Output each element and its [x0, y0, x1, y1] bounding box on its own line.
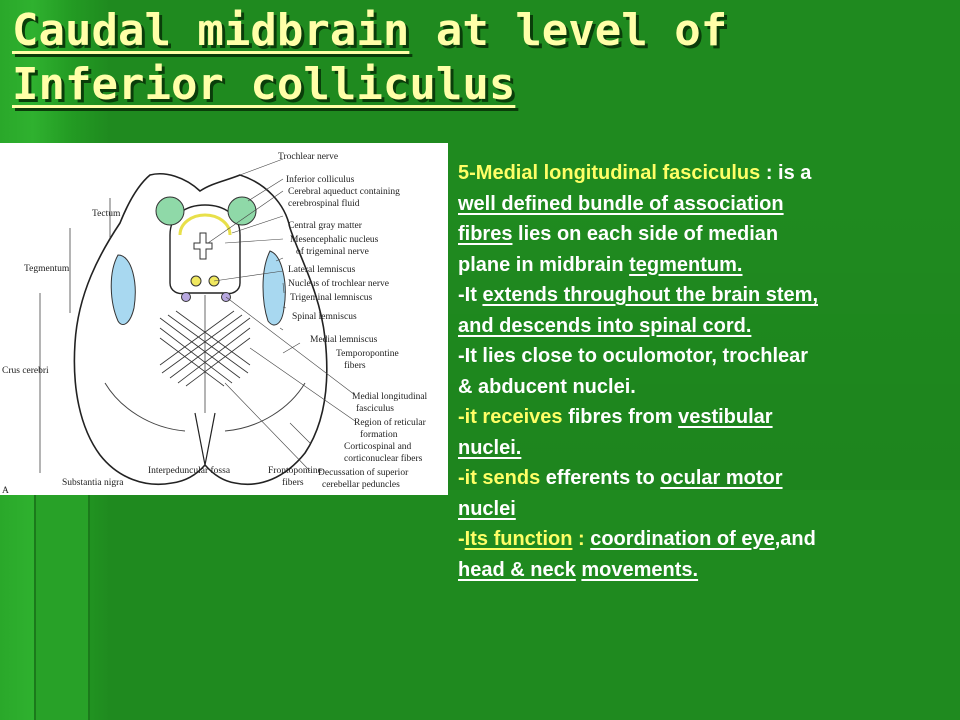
coordination-phrase: coordination of eye	[590, 528, 775, 550]
label-medial-lemniscus: Medial lemniscus	[310, 335, 378, 345]
label-mesencephalic-nucleus: Mesencephalic nucleus	[290, 235, 379, 245]
label-of-trigeminal-nerve: of trigeminal nerve	[296, 246, 369, 257]
label-central-gray-matter: Central gray matter	[288, 221, 363, 231]
label-tectum: Tectum	[92, 209, 121, 219]
label-lateral-lemniscus: Lateral lemniscus	[288, 265, 356, 275]
substantia-nigra-left	[104, 382, 186, 432]
text-line-4: plane in midbrain tegmentum.	[458, 250, 948, 281]
text-line-2-content: well defined bundle of association	[458, 192, 784, 215]
left-brackets	[39, 198, 111, 473]
label-medial-longitudinal: Medial longitudinal	[352, 392, 428, 402]
text-line-13-colon: :	[572, 528, 591, 550]
text-line-8-content: & abducent nuclei.	[458, 375, 636, 398]
lateral-lemniscus-right	[262, 250, 286, 326]
receives-phrase: -it receives	[458, 406, 563, 428]
label-cerebrospinal-fluid: cerebrospinal fluid	[288, 198, 360, 209]
title-part-2: at level of	[409, 5, 728, 56]
inferior-colliculus-left	[155, 196, 185, 226]
background-bar	[34, 495, 90, 720]
label-fasciculus: fasciculus	[356, 403, 394, 414]
lateral-lemniscus-left	[110, 254, 136, 325]
midbrain-diagram: Trochlear nerve Inferior colliculus Cere…	[0, 143, 448, 495]
label-cerebral-aqueduct: Cerebral aqueduct containing	[288, 187, 400, 197]
text-line-3: fibres lies on each side of median	[458, 219, 948, 250]
text-line-6-content: and descends into spinal cord.	[458, 314, 752, 337]
substantia-nigra-right	[224, 382, 306, 432]
text-line-12: nuclei	[458, 494, 948, 525]
interpeduncular-fossa	[194, 412, 216, 466]
sends-phrase: -it sends	[458, 467, 541, 489]
text-line-12-content: nuclei	[458, 497, 516, 520]
label-spinal-lemniscus: Spinal lemniscus	[292, 312, 357, 322]
label-temporopontine: Temporopontine	[336, 349, 399, 359]
right-labels: Trochlear nerve Inferior colliculus Cere…	[278, 152, 428, 490]
head-neck-phrase: head & neck	[458, 558, 576, 581]
text-line-5-underlined: extends throughout the brain stem,	[482, 284, 819, 306]
text-line-5-head: -It	[458, 284, 483, 306]
figure-corner-letter: A	[2, 486, 9, 495]
label-reticular-formation: formation	[360, 429, 398, 440]
ocular-motor-word: ocular motor	[660, 467, 783, 489]
midbrain-outline	[73, 173, 328, 486]
text-line-9: -it receives fibres from vestibular	[458, 402, 948, 433]
title-part-3: Inferior colliculus	[12, 59, 516, 110]
central-gray-matter	[169, 204, 241, 295]
central-gray-highlight	[178, 213, 232, 236]
text-line-7: -It lies close to oculomotor, trochlear	[458, 341, 948, 372]
text-line-10-content: nuclei.	[458, 436, 522, 459]
text-line-4-head: plane in midbrain	[458, 253, 630, 276]
text-line-9-mid: fibres from	[562, 406, 679, 428]
text-line-1-tail: : is a	[760, 162, 812, 184]
label-inferior-colliculus: Inferior colliculus	[286, 174, 355, 185]
text-line-11-mid: efferents to	[540, 467, 661, 489]
label-corticonuclear: corticonuclear fibers	[344, 453, 423, 464]
title-part-1: Caudal midbrain	[12, 5, 410, 56]
midbrain-section-svg: Trochlear nerve Inferior colliculus Cere…	[2, 152, 428, 495]
text-line-13-tail: ,and	[774, 528, 816, 550]
text-line-6: and descends into spinal cord.	[458, 311, 948, 342]
text-line-5: -It extends throughout the brain stem,	[458, 280, 948, 311]
slide-title: Caudal midbrain at level of Inferior col…	[12, 4, 912, 112]
label-substantia-nigra: Substantia nigra	[62, 478, 124, 488]
text-line-1: 5-Medial longitudinal fasciculus : is a	[458, 158, 948, 189]
label-cerebellar-peduncles: cerebellar peduncles	[322, 480, 400, 490]
label-nucleus-trochlear: Nucleus of trochlear nerve	[288, 278, 389, 289]
decussation-hatch	[159, 310, 251, 387]
label-interpeduncular-fossa: Interpeduncular fossa	[148, 465, 231, 476]
text-line-3-tail: lies on each side of median	[512, 223, 779, 245]
vestibular-word: vestibular	[678, 406, 773, 428]
tegmentum-word: tegmentum.	[629, 253, 743, 276]
label-crus-cerebri: Crus cerebri	[2, 366, 49, 376]
label-corticospinal: Corticospinal and	[344, 442, 412, 452]
label-frontopontine-fibers: fibers	[282, 477, 304, 488]
label-tegmentum: Tegmentum	[24, 264, 70, 274]
cerebral-aqueduct	[193, 232, 213, 260]
trochlear-nucleus-left	[190, 275, 202, 287]
its-function-phrase: Its function	[464, 528, 573, 550]
text-line-13-dash: -	[458, 528, 465, 550]
text-line-13: -Its function : coordination of eye,and	[458, 524, 948, 555]
label-frontopontine: Frontopontine	[268, 466, 322, 476]
label-reticular-region: Region of reticular	[354, 417, 427, 428]
movements-word: movements.	[581, 558, 699, 581]
text-line-14: head & neck movements.	[458, 555, 948, 586]
mlf-left	[181, 292, 191, 302]
leader-lines	[207, 158, 356, 472]
inferior-colliculus-right	[227, 196, 257, 226]
fibres-word: fibres	[458, 223, 513, 245]
mlf-heading: 5-Medial longitudinal fasciculus	[458, 162, 761, 184]
text-line-11: -it sends efferents to ocular motor	[458, 463, 948, 494]
label-temporopontine-fibers: fibers	[344, 360, 366, 371]
text-line-10: nuclei.	[458, 433, 948, 464]
label-decussation: Decussation of superior	[318, 467, 409, 478]
label-trigeminal-lemniscus: Trigeminal lemniscus	[290, 293, 373, 303]
text-line-2: well defined bundle of association	[458, 189, 948, 220]
label-trochlear-nerve: Trochlear nerve	[278, 152, 338, 162]
text-line-8: & abducent nuclei.	[458, 372, 948, 403]
text-line-7-content: -It lies close to oculomotor, trochlear	[458, 345, 809, 367]
mlf-description: 5-Medial longitudinal fasciculus : is a …	[458, 158, 948, 585]
